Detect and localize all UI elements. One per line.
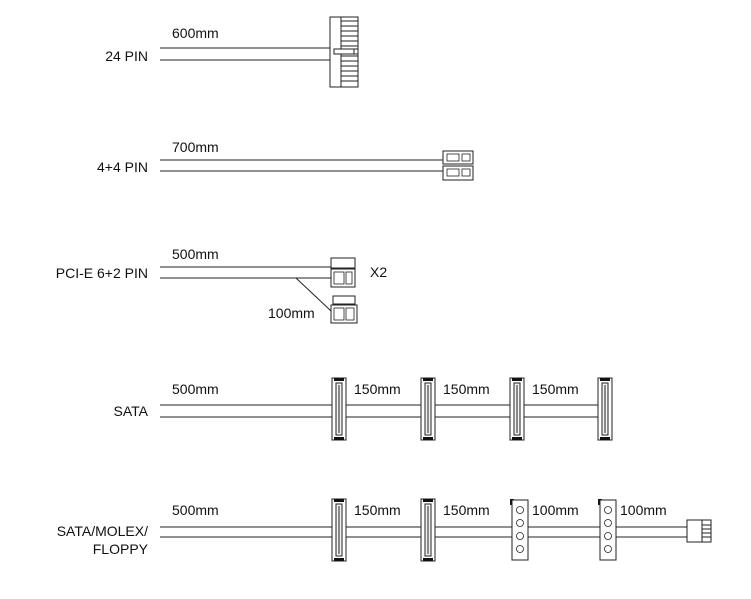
connector-body [332,295,356,305]
cable-label-line-1: SATA/MOLEX/ [57,523,148,539]
cable-label-pcie: PCI-E 6+2 PIN [56,265,148,281]
floppy-connector [686,519,712,543]
sata-connector [420,498,436,562]
cable-label-4plus4pin: 4+4 PIN [97,159,148,175]
sata-connector [331,377,347,441]
cable-label-24pin: 24 PIN [105,48,148,64]
length-label: 150mm [354,381,401,397]
connector-body [330,257,356,269]
cable-sata-molex-floppy: SATA/MOLEX/ FLOPPY 500mm 150mm 150mm 100… [57,498,712,562]
connector-pcie-6pin [330,257,356,288]
connector-24pin [329,16,359,88]
length-label: 500mm [172,502,219,518]
length-label: 600mm [172,25,219,41]
cable-label-line-2: FLOPPY [93,541,149,557]
length-label: 150mm [443,381,490,397]
molex-connector [598,499,617,561]
length-label: 700mm [172,139,219,155]
latch [333,48,355,55]
sata-connector [420,377,436,441]
cable-pcie: PCI-E 6+2 PIN 500mm 100mm X2 [56,246,387,324]
cable-24pin: 24 PIN 600mm [105,16,359,88]
length-label: 100mm [532,502,579,518]
length-label: 100mm [268,305,315,321]
connector-pcie-2pin [330,295,358,324]
wire-branch [295,277,332,312]
sata-connector [331,498,347,562]
cable-label-sata: SATA [114,403,149,419]
multiplier-label: X2 [370,264,387,280]
molex-connector [510,499,529,561]
cable-4plus4pin: 4+4 PIN 700mm [97,139,474,181]
length-label: 500mm [172,246,219,262]
length-label: 150mm [354,502,401,518]
length-label: 150mm [532,381,579,397]
sata-connector [509,377,525,441]
cable-sata: SATA 500mm 150mm 150mm 150mm [114,377,613,441]
length-label: 100mm [620,502,667,518]
sata-connector [597,377,613,441]
connector-4plus4 [442,150,474,181]
length-label: 500mm [172,381,219,397]
length-label: 150mm [443,502,490,518]
